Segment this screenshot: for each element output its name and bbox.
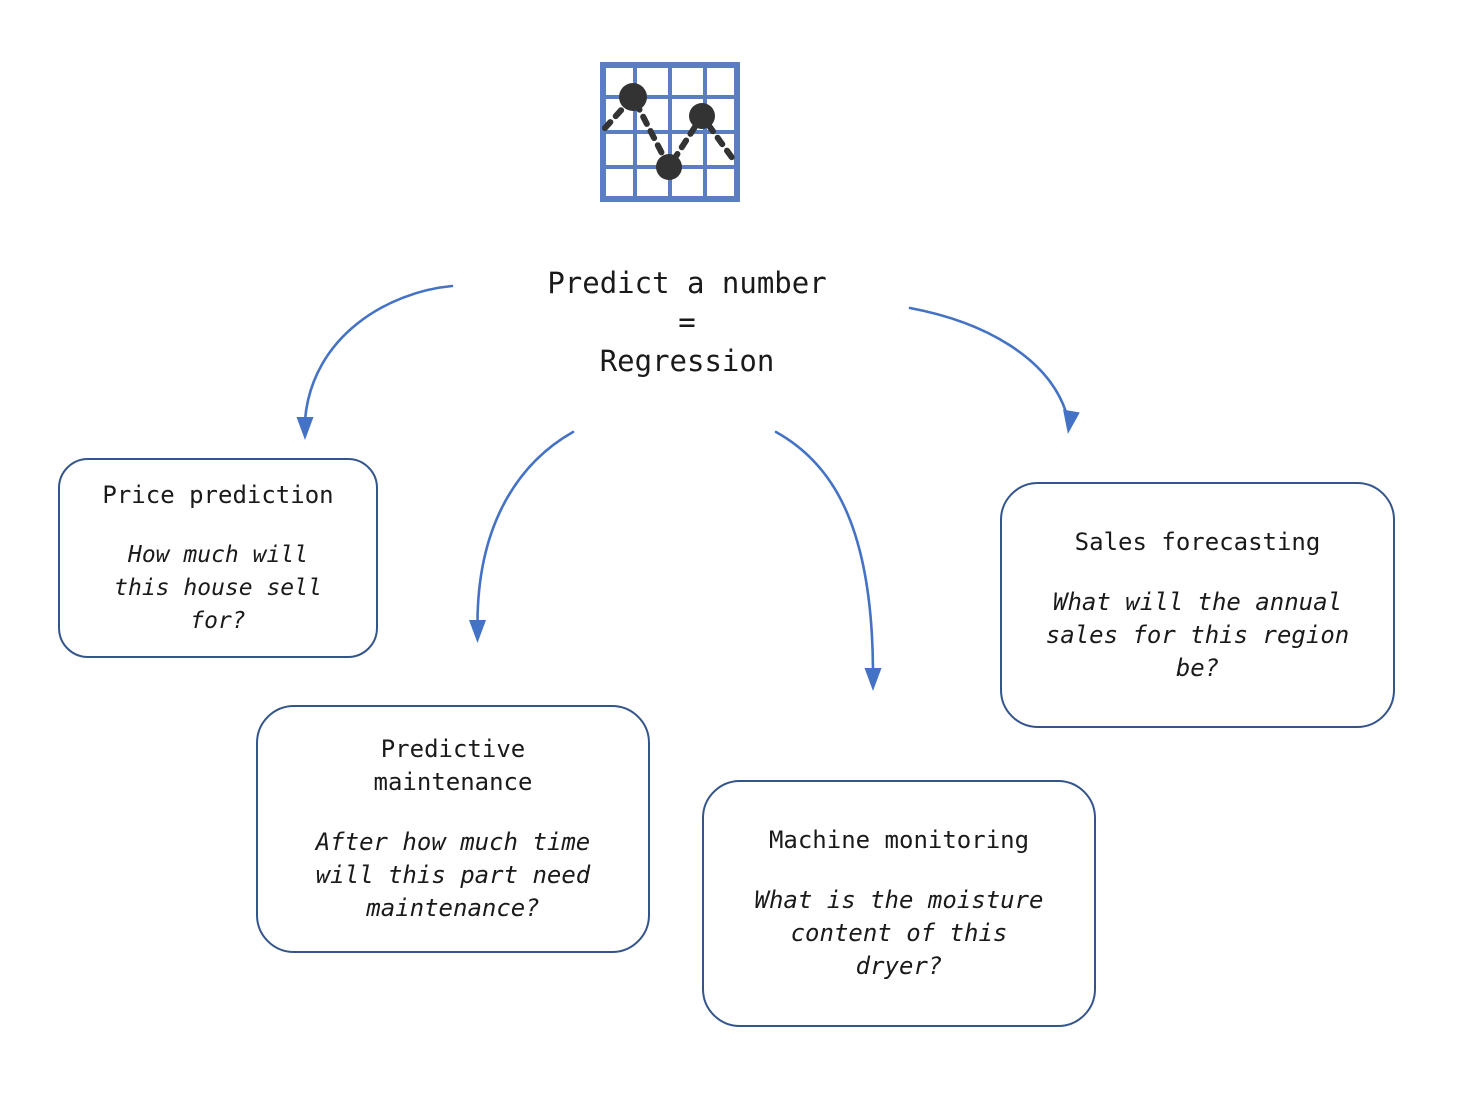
node-price-prediction: Price prediction How much will this hous… — [58, 458, 378, 658]
scatter-chart-icon — [600, 62, 740, 202]
node-question: After how much time will this part need … — [315, 828, 591, 922]
node-predictive-maintenance: Predictive maintenance After how much ti… — [256, 705, 650, 953]
node-question: How much will this house sell for? — [114, 541, 322, 634]
icon-data-point — [619, 83, 647, 111]
arrow-title-to-machine-monitoring — [774, 430, 882, 691]
node-question: What will the annual sales for this regi… — [1045, 587, 1350, 682]
icon-data-point — [656, 154, 682, 180]
arrow-title-to-predictive-maintenance — [469, 430, 575, 643]
arrow-title-to-sales-forecasting — [908, 306, 1080, 434]
node-machine-monitoring: Machine monitoring What is the moisture … — [702, 780, 1096, 1027]
diagram-title: Predict a number = Regression — [547, 266, 827, 378]
node-heading: Sales forecasting — [1074, 527, 1321, 556]
node-heading: Predictive maintenance — [373, 735, 533, 796]
node-sales-forecasting: Sales forecasting What will the annual s… — [1000, 482, 1395, 728]
node-heading: Machine monitoring — [768, 826, 1030, 854]
node-question: What is the moisture content of this dry… — [754, 886, 1044, 980]
node-heading: Price prediction — [102, 480, 334, 509]
icon-data-point — [689, 103, 715, 129]
arrow-title-to-price-prediction — [296, 284, 454, 440]
